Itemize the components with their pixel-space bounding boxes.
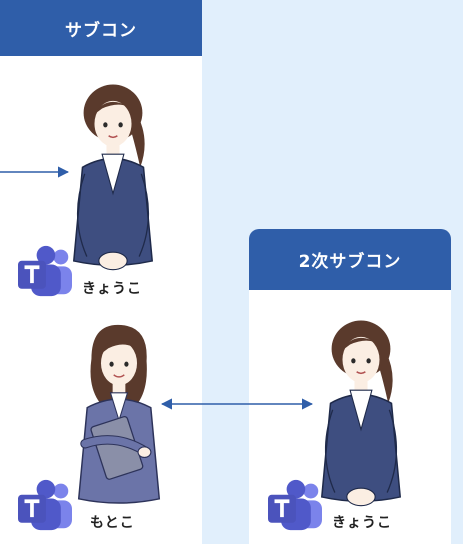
second-subcon-header: 2次サブコン: [249, 229, 451, 290]
incoming-arrow: [0, 166, 70, 178]
teams-icon: [266, 478, 324, 532]
teams-icon: [16, 478, 74, 532]
second-subcon-kyouko-name: きょうこ: [332, 515, 392, 531]
subcon-header: サブコン: [0, 0, 202, 56]
subcon-kyouko-name: きょうこ: [82, 281, 142, 297]
subcon-title: サブコン: [65, 20, 137, 41]
subcon-motoko-figure: [66, 316, 172, 512]
bidirectional-arrow: [160, 398, 314, 410]
subcon-motoko-name: もとこ: [90, 515, 135, 531]
second-subcon-title: 2次サブコン: [298, 252, 402, 272]
teams-icon: [16, 244, 74, 298]
subcon-kyouko-figure: [73, 83, 153, 271]
